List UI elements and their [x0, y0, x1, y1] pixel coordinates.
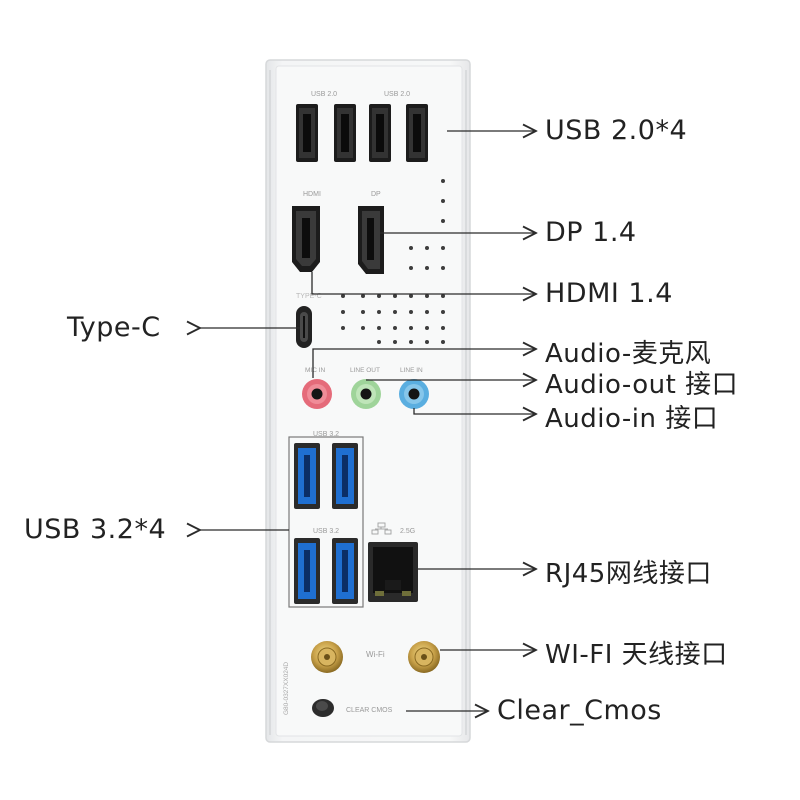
audio-in-arrow: [413, 408, 536, 414]
displayport-port[interactable]: [358, 206, 384, 274]
hdmi-silk: HDMI: [303, 191, 321, 198]
callout-cmos: Clear_Cmos: [497, 695, 662, 726]
wifi-antenna-right[interactable]: [408, 641, 440, 673]
mic-silk: MIC IN: [305, 367, 326, 374]
mic-in-jack[interactable]: [302, 379, 332, 409]
usb32-port-3[interactable]: [294, 538, 320, 604]
lineout-silk: LINE OUT: [350, 367, 380, 374]
usb20-silk-a: USB 2.0: [311, 91, 337, 98]
usb20-port-4[interactable]: [406, 104, 428, 162]
hdmi-arrow: [311, 272, 536, 294]
hdmi-port[interactable]: [292, 206, 320, 272]
usb32-port-1[interactable]: [294, 443, 320, 509]
wifi-antenna-left[interactable]: [311, 641, 343, 673]
callout-mic: Audio-麦克风: [545, 339, 712, 369]
usb32-silk-top: USB 3.2: [313, 431, 339, 438]
callout-rj45: RJ45网线接口: [545, 559, 712, 589]
usb20-port-1[interactable]: [296, 104, 318, 162]
callout-usb32: USB 3.2*4: [24, 514, 167, 545]
callout-wifi: WI-FI 天线接口: [545, 640, 728, 670]
usb32-port-4[interactable]: [332, 538, 358, 604]
usb32-bracket: [288, 436, 364, 608]
rj45-port[interactable]: [368, 542, 418, 602]
usb20-silk-b: USB 2.0: [384, 91, 410, 98]
lan-silk: 2.5G: [400, 528, 415, 535]
line-in-jack[interactable]: [399, 379, 429, 409]
line-out-jack[interactable]: [351, 379, 381, 409]
vent-holes: [341, 179, 445, 344]
usb20-port-3[interactable]: [369, 104, 391, 162]
usb32-ports: [294, 443, 358, 604]
wifi-silk: Wi-Fi: [366, 650, 385, 659]
leader-lines: [200, 131, 536, 711]
linein-silk: LINE IN: [400, 367, 423, 374]
callout-usb20: USB 2.0*4: [545, 115, 688, 146]
callout-audio-in: Audio-in 接口: [545, 404, 719, 434]
callout-audio-out: Audio-out 接口: [545, 370, 739, 400]
serial-silk: G80-0327XX024D: [283, 662, 290, 715]
network-icon: [371, 522, 392, 535]
clearcmos-silk: CLEAR CMOS: [346, 707, 393, 714]
usb20-port-2[interactable]: [334, 104, 356, 162]
usb32-silk-bottom: USB 3.2: [313, 528, 339, 535]
dp-silk: DP: [371, 191, 381, 198]
callout-typec: Type-C: [67, 312, 161, 343]
usb32-port-2[interactable]: [332, 443, 358, 509]
clear-cmos-button[interactable]: [312, 699, 334, 717]
mic-arrow: [312, 349, 536, 378]
typec-silk: TYPE-C: [296, 293, 322, 300]
usb20-ports: [296, 104, 428, 162]
typec-port[interactable]: [296, 306, 312, 348]
callout-hdmi: HDMI 1.4: [545, 278, 673, 309]
callout-dp: DP 1.4: [545, 217, 637, 248]
